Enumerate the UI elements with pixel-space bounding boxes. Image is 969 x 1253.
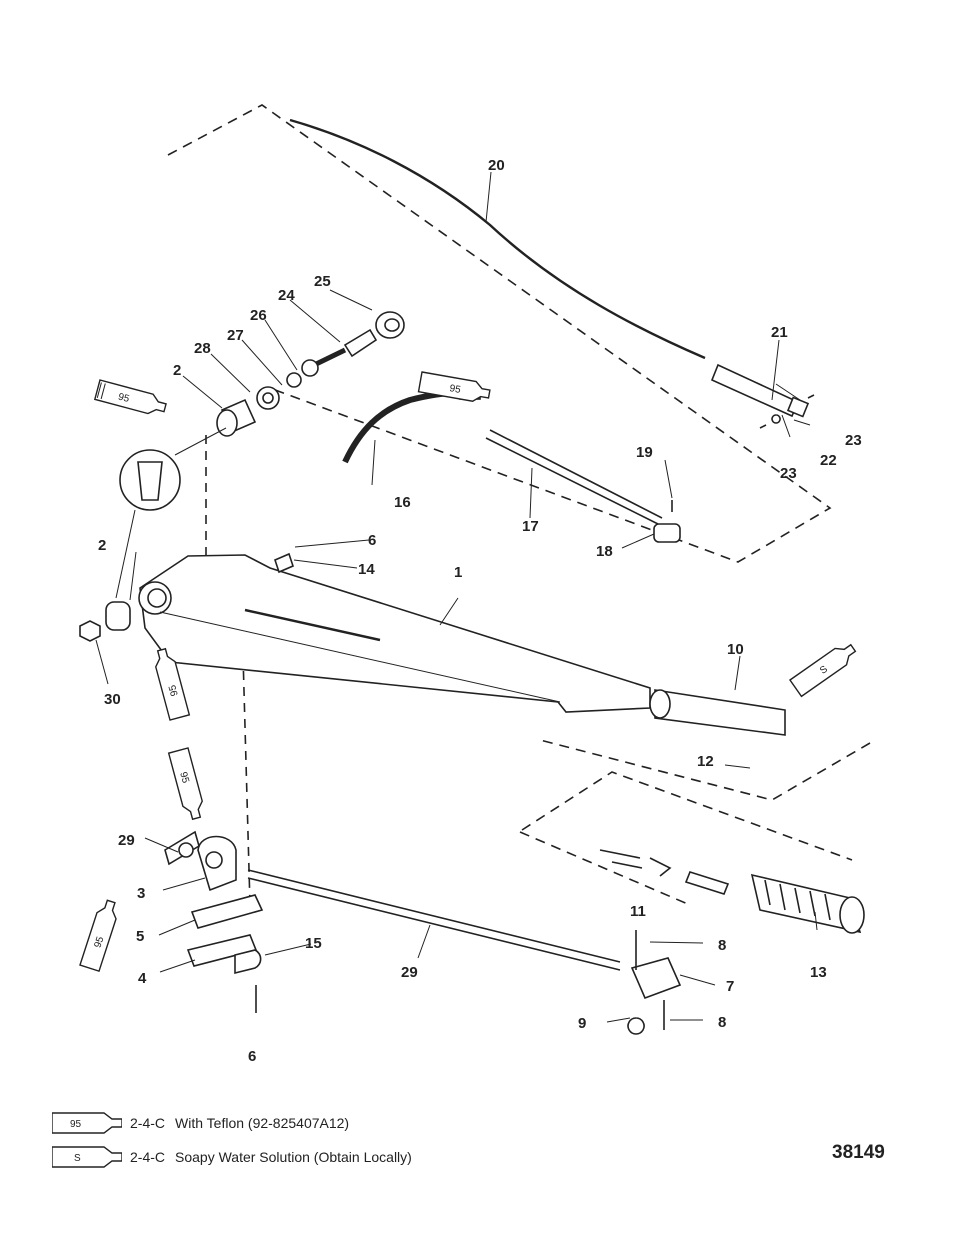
lube-tube-95-top-left: 95 — [93, 379, 167, 415]
bracket-14 — [274, 552, 294, 574]
bracket-3 — [197, 835, 237, 892]
callout-9: 9 — [578, 1015, 586, 1032]
callout-3: 3 — [137, 885, 145, 902]
callout-4: 4 — [138, 970, 147, 987]
callout-21: 21 — [771, 324, 788, 341]
legend-code: 2-4-C — [130, 1149, 166, 1165]
callout-24: 24 — [278, 287, 295, 304]
callout-27: 27 — [227, 327, 244, 344]
nut-30 — [79, 620, 101, 642]
callout-6-top: 6 — [368, 532, 376, 549]
bushing-2-lower — [105, 601, 131, 631]
legend-tube-s-icon: S — [52, 1146, 122, 1168]
bolt-stack — [216, 311, 405, 437]
tiller-arm-1 — [139, 554, 651, 713]
figure-id: 38149 — [832, 1142, 885, 1163]
lube-tube-95-bottom-left: 95 — [79, 899, 117, 973]
callout-13: 13 — [810, 964, 827, 981]
callout-25: 25 — [314, 273, 331, 290]
legend-row-soapy-water: S 2-4-C Soapy Water Solution (Obtain Loc… — [52, 1146, 412, 1168]
lube-tube-95-lower-left: 95 — [155, 647, 191, 721]
lube-tube-s: S — [789, 643, 857, 698]
throttle-tube-10 — [654, 689, 786, 736]
callout-16: 16 — [394, 494, 411, 511]
callout-30: 30 — [104, 691, 121, 708]
callout-8-bottom: 8 — [718, 1014, 726, 1031]
legend-tube-95-icon: 95 — [52, 1112, 122, 1134]
cable-end-21 — [710, 363, 810, 418]
callout-28: 28 — [194, 340, 211, 357]
callout-23-right: 23 — [845, 432, 862, 449]
tube-label: 95 — [167, 683, 181, 697]
throttle-cable — [289, 118, 706, 360]
rod-17 — [485, 429, 663, 525]
callout-1: 1 — [454, 564, 462, 581]
callout-8-top: 8 — [718, 937, 726, 954]
upper-dashed-outline — [167, 104, 832, 563]
grip-dashed-outline — [519, 771, 853, 906]
wingnut-9 — [627, 1017, 645, 1035]
legend-symbol: 95 — [70, 1119, 82, 1130]
callout-5: 5 — [136, 928, 144, 945]
callout-18: 18 — [596, 543, 613, 560]
tube-label: 95 — [117, 391, 131, 405]
legend-text: With Teflon (92-825407A12) — [175, 1115, 350, 1131]
leader-lines — [95, 171, 818, 1023]
link-dashed-line — [242, 654, 251, 906]
legend-symbol: S — [74, 1153, 81, 1164]
callout-29-left: 29 — [118, 832, 135, 849]
plate-5 — [190, 894, 264, 929]
callout-11: 11 — [630, 903, 646, 920]
callout-2-left: 2 — [98, 537, 106, 554]
tube-label: 95 — [177, 771, 191, 785]
callout-labels: 20 25 24 26 27 28 2 21 23 22 23 19 18 16… — [98, 157, 862, 1065]
callout-19: 19 — [636, 444, 653, 461]
callout-12: 12 — [697, 753, 714, 770]
callout-23-left: 23 — [780, 465, 797, 482]
flex-shaft-16 — [342, 389, 466, 464]
grip-13 — [750, 873, 862, 934]
legend-text: Soapy Water Solution (Obtain Locally) — [175, 1149, 412, 1165]
legend-code: 2-4-C — [130, 1115, 166, 1131]
link-rod-29 — [247, 869, 621, 971]
callout-29-rod: 29 — [401, 964, 418, 981]
callout-10: 10 — [727, 641, 744, 658]
clamp-7 — [630, 957, 682, 1000]
callout-15: 15 — [305, 935, 322, 952]
pivot-bore — [138, 581, 172, 615]
callout-2-top: 2 — [173, 362, 181, 379]
callout-14: 14 — [358, 561, 375, 578]
lower-dashed-outline — [539, 739, 871, 801]
tube-label: 95 — [449, 383, 462, 396]
lube-tube-95-right: 95 — [417, 371, 491, 402]
callout-20: 20 — [488, 157, 505, 174]
callout-7: 7 — [726, 978, 734, 995]
lube-tube-95-bracket: 95 — [167, 747, 203, 821]
callout-26: 26 — [250, 307, 267, 324]
collar-18 — [653, 523, 681, 543]
clip-15 — [234, 949, 262, 975]
callout-17: 17 — [522, 518, 539, 535]
tube-label: 95 — [93, 935, 107, 949]
legend-row-teflon: 95 2-4-C With Teflon (92-825407A12) — [52, 1112, 349, 1134]
callout-6-bottom: 6 — [248, 1048, 256, 1065]
small-parts-22-23 — [759, 394, 815, 429]
grip-hardware-11 — [599, 849, 730, 895]
callout-22: 22 — [820, 452, 837, 469]
